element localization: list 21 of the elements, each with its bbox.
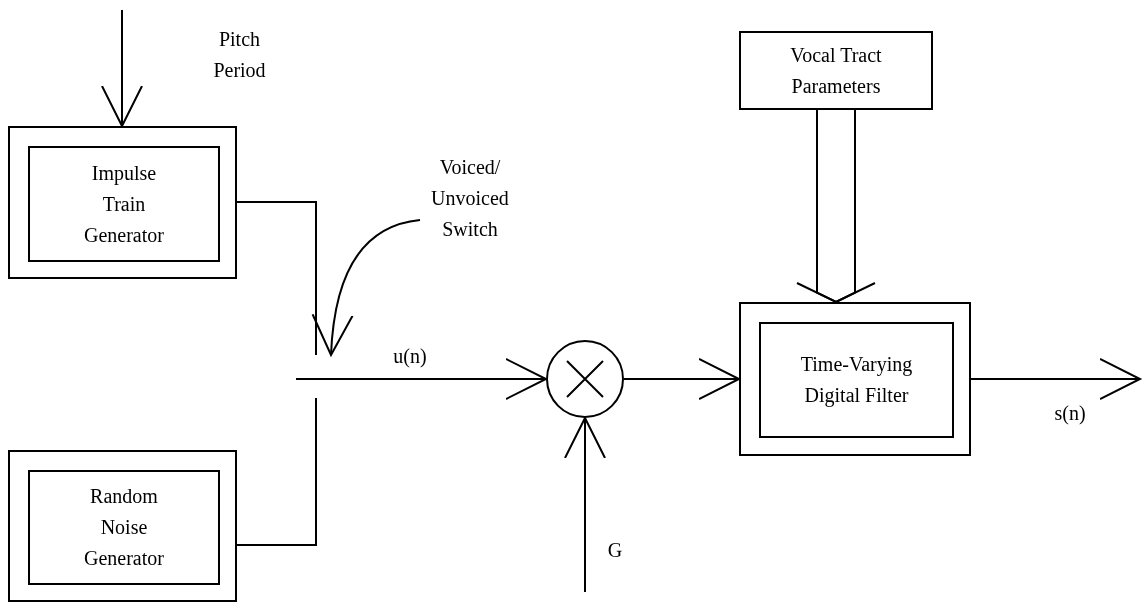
double-arrow <box>796 109 876 304</box>
process-box: Time-Varying Digital Filter <box>759 322 954 438</box>
edge-label: s(n) <box>1053 401 1087 426</box>
edge-label: u(n) <box>392 344 428 369</box>
arrow <box>295 358 547 400</box>
process-box: Impulse Train Generator <box>28 146 220 262</box>
switch-label: Voiced/ Unvoiced Switch <box>420 150 520 246</box>
edge-label: Pitch Period <box>212 27 267 83</box>
process-box: Vocal Tract Parameters <box>739 31 933 110</box>
arrow <box>970 358 1141 400</box>
connector-line <box>236 397 317 546</box>
arrow <box>101 9 143 127</box>
outer-box <box>8 126 237 279</box>
outer-box <box>739 302 971 456</box>
outer-box <box>8 450 237 602</box>
connector-line <box>236 201 317 356</box>
arrow <box>312 219 421 356</box>
arrow <box>564 417 606 593</box>
edge-label: G <box>606 538 624 563</box>
process-box: Random Noise Generator <box>28 470 220 585</box>
arrow <box>623 358 740 400</box>
